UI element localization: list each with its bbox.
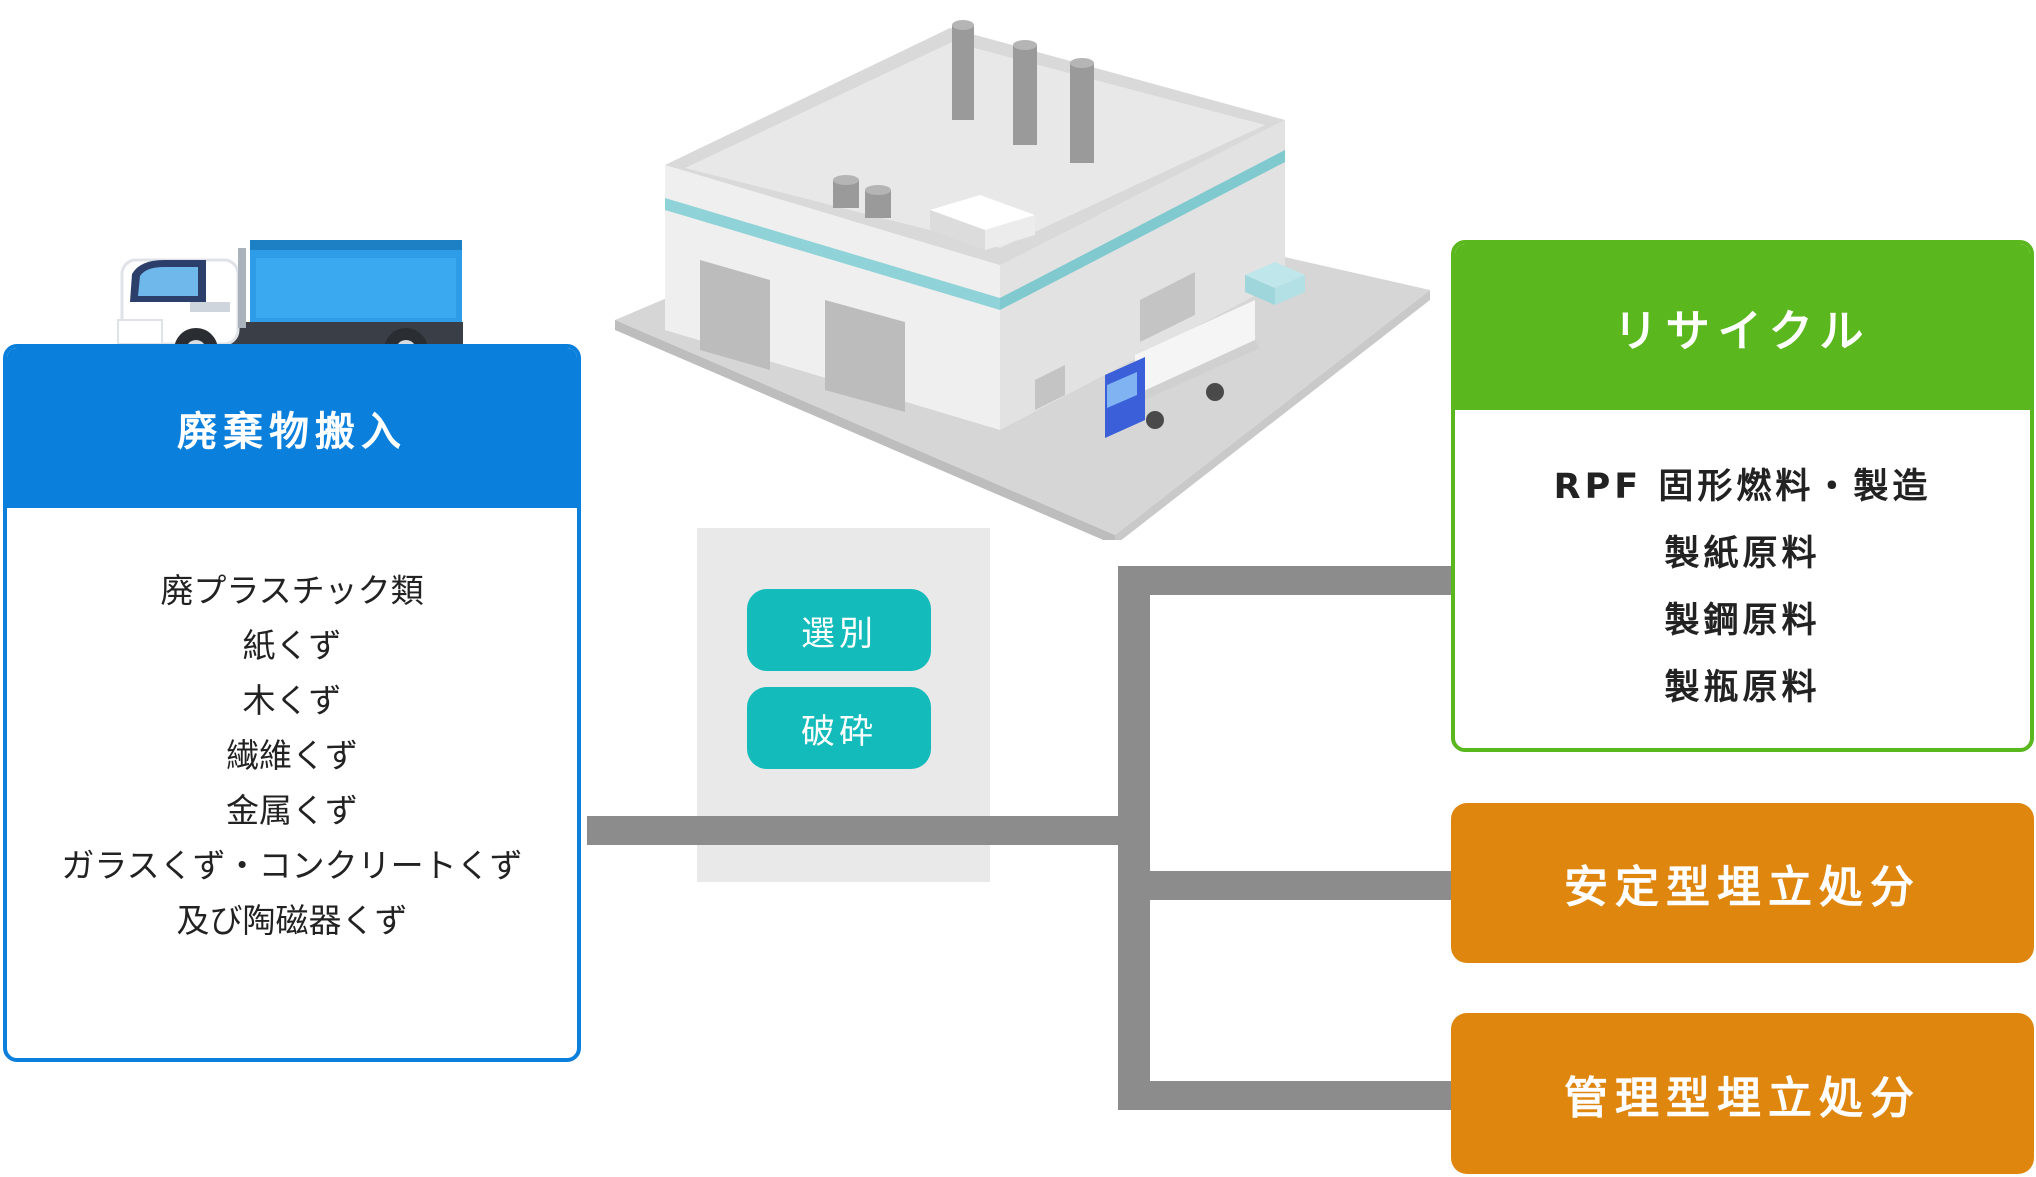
managed-landfill-box: 管理型埋立処分	[1451, 1013, 2034, 1174]
recycle-item: 製紙原料	[1664, 534, 1821, 574]
factory-illustration	[615, 20, 1430, 540]
sorting-step: 選別	[747, 589, 931, 671]
recycle-item: 製鋼原料	[1664, 601, 1821, 641]
waste-type-item: 繊維くず	[226, 736, 358, 775]
connector-vertical	[1118, 566, 1150, 1110]
waste-type-item: 紙くず	[242, 626, 342, 665]
crushing-step: 破砕	[747, 687, 931, 769]
connector-managed-landfill	[1118, 1081, 1451, 1110]
incoming-waste-title: 廃棄物搬入	[7, 348, 577, 508]
connector-main	[587, 816, 1122, 845]
waste-type-item: 金属くず	[226, 791, 358, 830]
incoming-waste-box: 廃棄物搬入 廃プラスチック類 紙くず 木くず 繊維くず 金属くず ガラスくず・コ…	[3, 344, 581, 1062]
waste-type-item: ガラスくず・コンクリートくず	[61, 846, 523, 885]
waste-type-list: 廃プラスチック類 紙くず 木くず 繊維くず 金属くず ガラスくず・コンクリートく…	[7, 563, 577, 948]
recycle-box: リサイクル RPF 固形燃料・製造 製紙原料 製鋼原料 製瓶原料	[1451, 240, 2034, 752]
recycle-list: RPF 固形燃料・製造 製紙原料 製鋼原料 製瓶原料	[1455, 454, 2030, 722]
connector-stable-landfill	[1118, 871, 1451, 900]
recycle-item: 製瓶原料	[1664, 668, 1821, 708]
waste-type-item: 木くず	[242, 681, 342, 720]
connector-recycle	[1118, 566, 1451, 595]
recycle-title: リサイクル	[1455, 244, 2030, 410]
stable-landfill-box: 安定型埋立処分	[1451, 803, 2034, 963]
waste-type-item: 廃プラスチック類	[160, 571, 424, 610]
waste-type-item: 及び陶磁器くず	[176, 901, 408, 940]
recycle-item: RPF 固形燃料・製造	[1553, 467, 1932, 507]
